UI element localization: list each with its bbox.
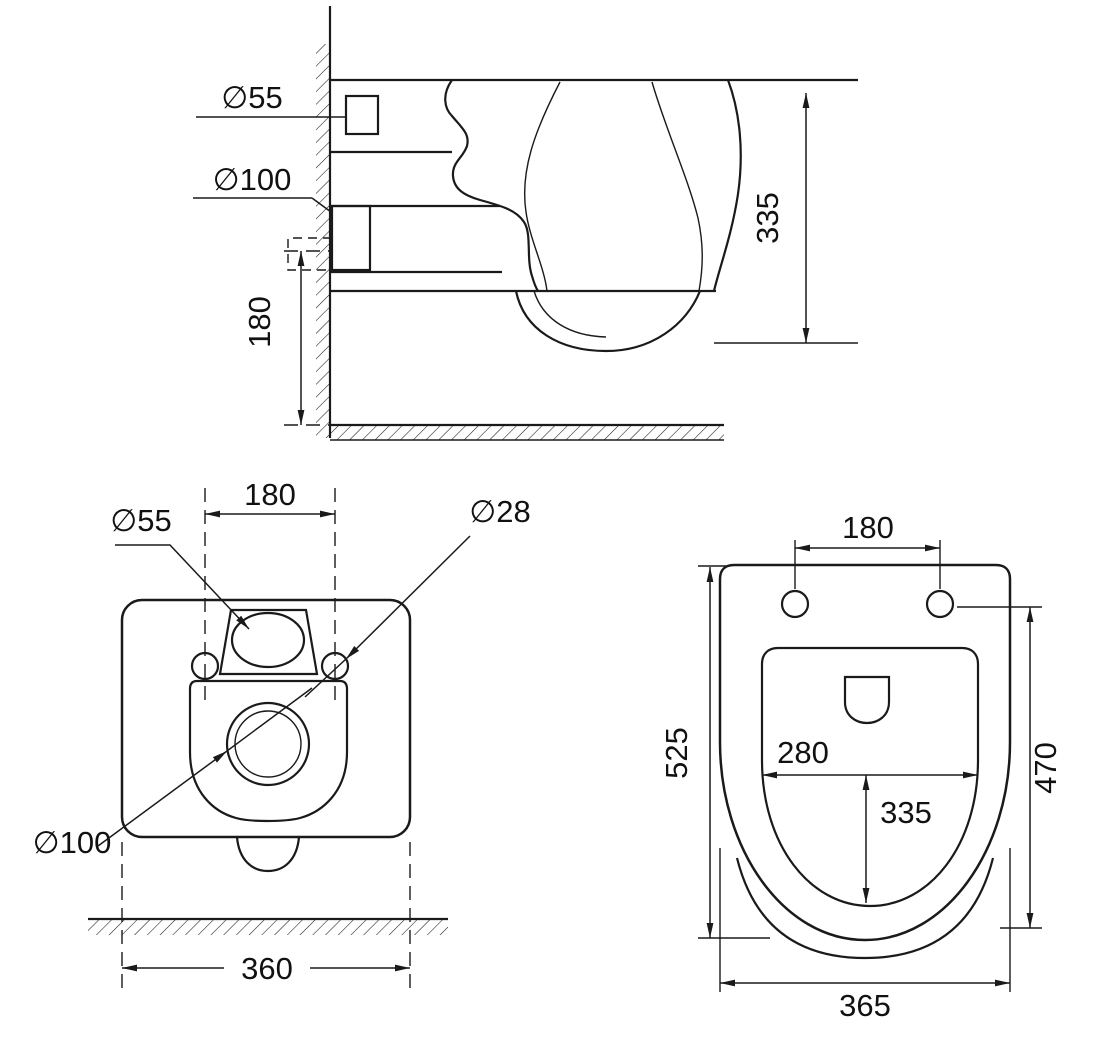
seat-hinge-hole-right xyxy=(925,589,955,619)
dim-label-length: 525 xyxy=(659,727,694,779)
dim-label-inlet-diameter: ∅55 xyxy=(221,80,283,115)
outlet-through-wall-dashed xyxy=(287,237,332,271)
toilet-back-profile xyxy=(712,79,742,292)
fixing-hole-left xyxy=(190,651,220,681)
dim-label-hole-diameter: ∅28 xyxy=(469,494,531,529)
bowl-rim-outer-curve xyxy=(735,857,995,960)
fixing-hole-right xyxy=(320,651,350,681)
dim-label-hole-spacing: 180 xyxy=(244,477,296,512)
rear-view: 180 ∅55 ∅28 ∅100 360 xyxy=(33,477,531,988)
bowl-inner-front-curve xyxy=(523,81,561,292)
dim-label-bowl-width: 280 xyxy=(777,735,829,770)
dim-label-width: 365 xyxy=(839,988,891,1023)
hole-leader-line xyxy=(345,535,471,660)
dim-label-hole-spacing: 180 xyxy=(842,510,894,545)
outlet-pipe-rect xyxy=(330,204,372,272)
dim-label-seat-depth: 470 xyxy=(1028,742,1063,794)
outlet-leader-line xyxy=(97,750,228,847)
side-view: ∅55 ∅100 180 335 xyxy=(193,6,858,441)
bottom-tab-curve xyxy=(235,836,301,873)
inlet-boss-outline xyxy=(218,608,319,676)
dim-label-width: 360 xyxy=(241,951,293,986)
wall-hatch xyxy=(316,44,330,438)
floor-hatch xyxy=(331,426,724,440)
dim-label-inlet-diameter: ∅55 xyxy=(110,503,172,538)
seat-hinge-hole-left xyxy=(780,589,810,619)
dim-label-outlet-diameter: ∅100 xyxy=(33,825,112,860)
dim-label-bowl-height: 335 xyxy=(750,192,785,244)
seat-opening-outline xyxy=(760,646,980,908)
dim-label-mask xyxy=(224,950,310,984)
drain-outlet-outer-circle xyxy=(225,701,311,787)
bowl-inner-back-curve xyxy=(651,81,703,292)
dim-label-bowl-depth: 335 xyxy=(880,795,932,830)
water-inlet-rect xyxy=(344,94,380,136)
lid-outline xyxy=(718,563,1012,942)
flush-inlet-shape xyxy=(843,675,891,725)
top-view: 180 525 280 335 470 365 xyxy=(659,510,1063,1023)
dim-label-outlet-diameter: ∅100 xyxy=(213,162,292,197)
drain-outlet-inner-circle xyxy=(234,710,302,778)
bowl-bottom-curve xyxy=(514,290,702,353)
toilet-rear-body xyxy=(120,598,412,839)
bowl-bottom-inner-curve xyxy=(533,290,607,338)
toilet-front-profile xyxy=(444,79,539,292)
mounting-recess-outline xyxy=(188,679,349,823)
water-inlet-ellipse xyxy=(230,611,306,669)
outlet-leader-elbow xyxy=(311,197,332,213)
dim-label-floor-to-outlet: 180 xyxy=(242,296,277,348)
ground-hatch xyxy=(88,920,448,935)
hole-leader-overshoot xyxy=(304,658,347,698)
outlet-leader-overshoot xyxy=(226,687,313,752)
